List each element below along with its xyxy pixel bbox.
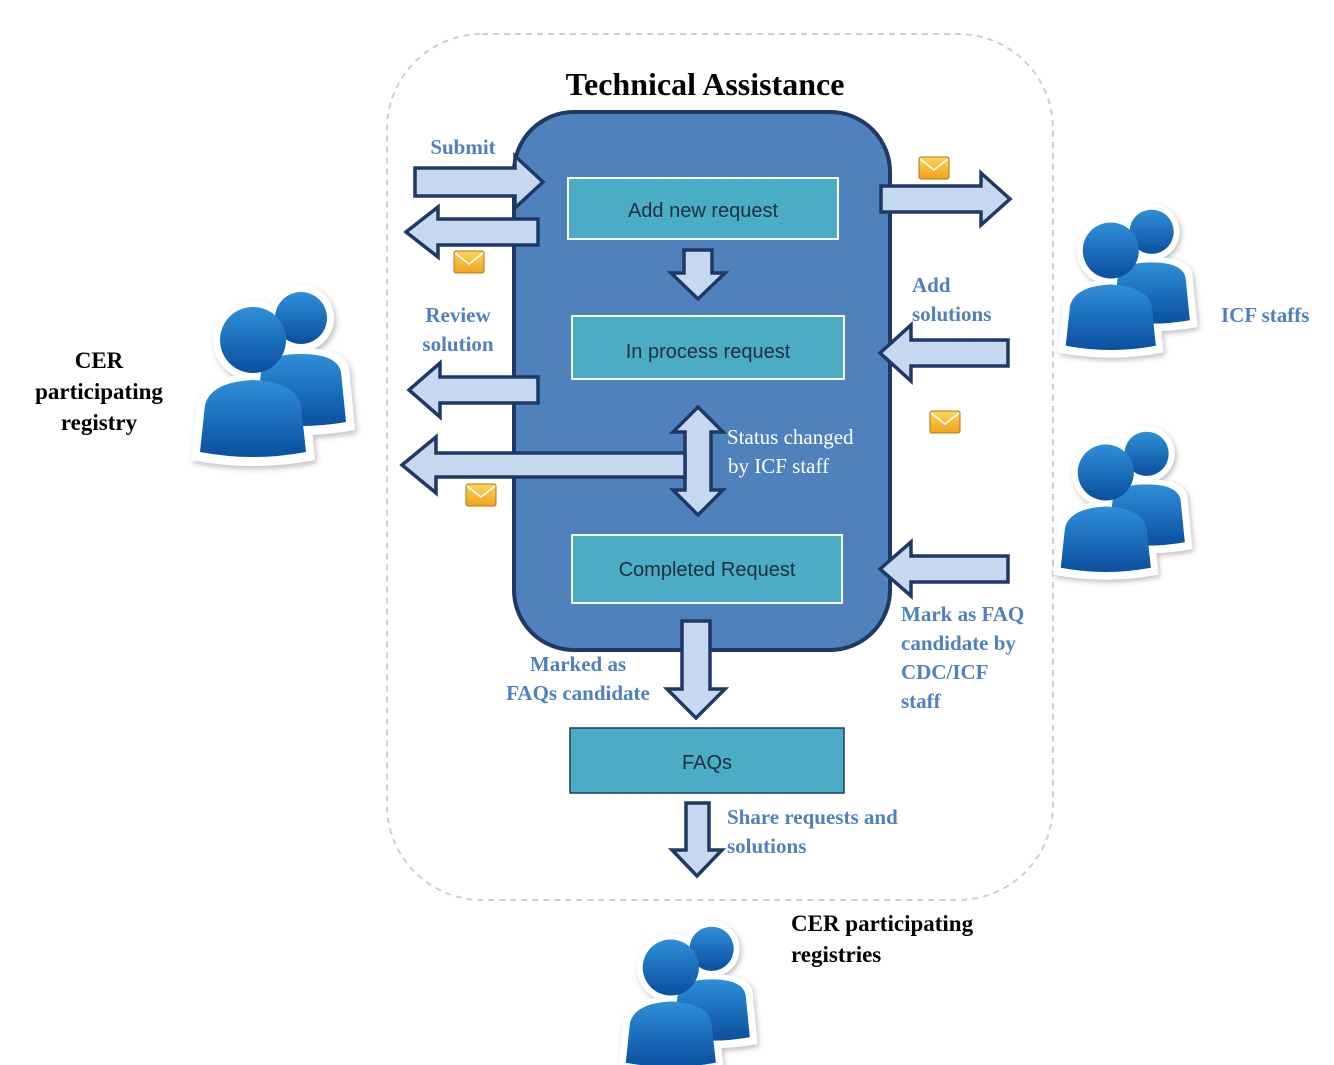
submit-arrow-icon	[413, 151, 546, 213]
to-faqs-arrow-icon	[662, 619, 730, 721]
icf-staffs-users-icon	[1058, 203, 1198, 358]
technical-assistance-boundary	[386, 33, 1054, 901]
review-solution-label-2: solution	[422, 332, 494, 356]
notify-icf-arrow-icon	[879, 169, 1013, 229]
mail-icon	[929, 410, 961, 434]
status-notify-arrow-icon	[399, 433, 687, 497]
share-label-2: solutions	[727, 834, 806, 858]
completed-request-box	[571, 534, 843, 604]
submit-label: Submit	[430, 135, 495, 159]
share-label-1: Share requests and	[727, 805, 898, 829]
add-solutions-label-2: solutions	[912, 302, 991, 326]
faqs-label: FAQs	[682, 752, 732, 774]
mail-icon	[453, 250, 485, 274]
cer-registry-users-icon	[191, 285, 355, 466]
mark-faq-arrow-icon	[877, 538, 1010, 600]
icf-staffs-label: ICF staffs	[1221, 303, 1309, 327]
add-to-process-arrow-icon	[666, 248, 730, 302]
add-new-request-box	[567, 177, 839, 240]
status-change-arrow-icon	[668, 404, 728, 518]
cer-registry-label-2: participating	[35, 379, 163, 404]
marked-faqs-label-1: Marked as	[530, 652, 626, 676]
review-solution-label-1: Review	[425, 303, 491, 327]
add-solutions-arrow-icon	[877, 321, 1010, 385]
cer-registries-users-icon	[618, 920, 758, 1065]
add-new-request-label: Add new request	[628, 200, 779, 222]
marked-faqs-label-2: FAQs candidate	[506, 681, 650, 705]
in-process-request-label: In process request	[626, 341, 791, 363]
cer-registries-label-1: CER participating	[791, 911, 974, 936]
diagram-title: Technical Assistance	[566, 66, 845, 102]
in-process-request-box	[571, 315, 845, 380]
completed-request-label: Completed Request	[619, 559, 796, 581]
mark-faq-label-3: CDC/ICF	[901, 660, 989, 684]
status-changed-label-2: by ICF staff	[728, 454, 829, 478]
mark-faq-label-4: staff	[901, 689, 942, 713]
mail-icon	[465, 483, 497, 507]
review-solution-arrow-icon	[406, 359, 540, 421]
cer-registries-label-2: registries	[791, 942, 881, 967]
add-solutions-label-1: Add	[912, 273, 951, 297]
status-changed-label-1: Status changed	[727, 425, 854, 449]
mark-faq-label-2: candidate by	[901, 631, 1016, 655]
cer-registry-label-3: registry	[61, 410, 138, 435]
notify-registry-arrow-icon	[403, 203, 540, 261]
mark-faq-label-1: Mark as FAQ	[901, 602, 1024, 626]
mail-icon	[918, 156, 950, 180]
faqs-box	[569, 727, 845, 794]
cdc-icf-staff-users-icon	[1053, 425, 1193, 580]
cer-registry-label-1: CER	[75, 348, 124, 373]
share-arrow-icon	[667, 801, 727, 879]
